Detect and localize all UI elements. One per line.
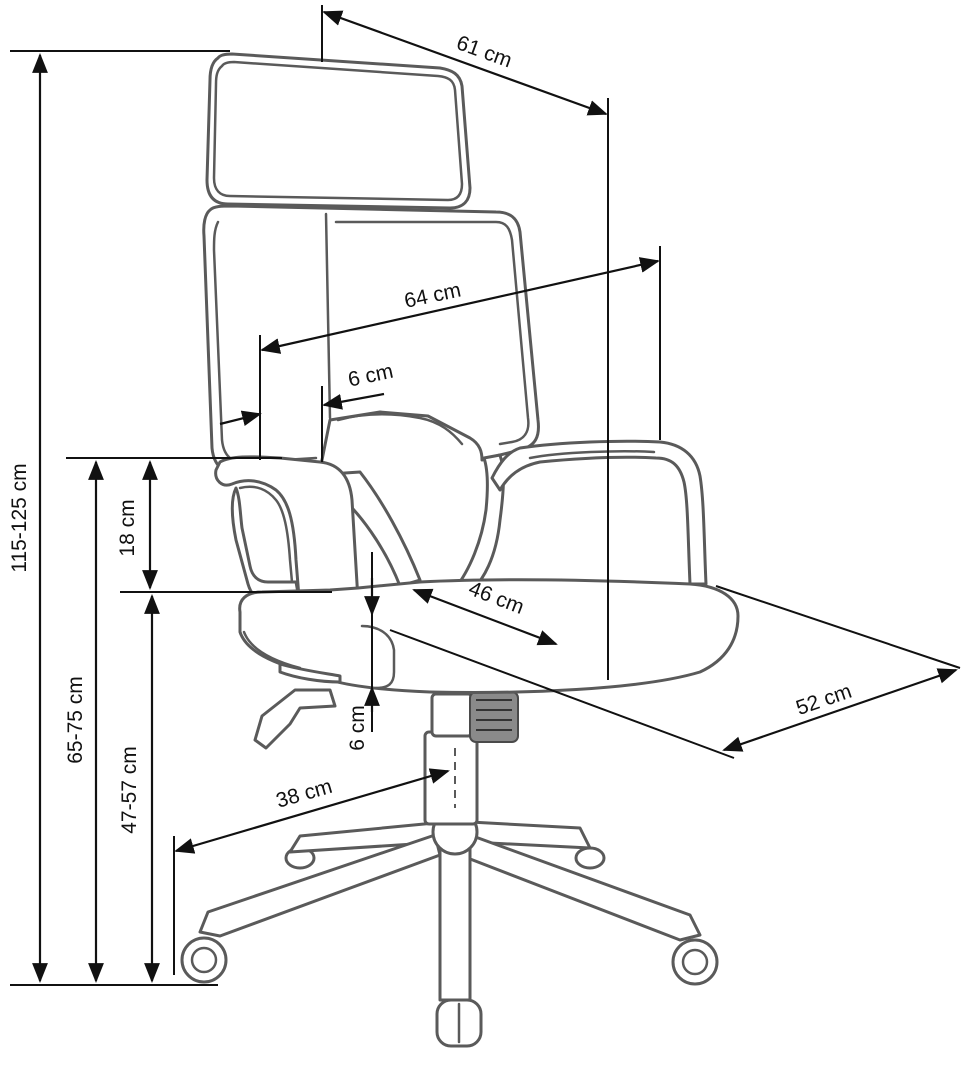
seat-height-label: 47-57 cm	[118, 746, 141, 834]
dimension-armrest-above-seat: 18 cm	[116, 460, 158, 590]
dimension-seat-height: 47-57 cm	[118, 591, 332, 983]
height-lever	[253, 688, 337, 750]
caster-front-right	[671, 938, 719, 986]
backrest	[202, 204, 540, 477]
headrest	[205, 52, 472, 210]
overall-depth-label: 61 cm	[453, 31, 515, 72]
seat-width-label: 52 cm	[793, 680, 855, 720]
seat-thickness-label: 6 cm	[346, 705, 369, 751]
armrest-height-label: 65-75 cm	[64, 676, 87, 764]
dimension-armrest-height: 65-75 cm	[64, 457, 282, 983]
tilt-knob	[469, 691, 519, 743]
total-height-label: 115-125 cm	[8, 463, 31, 572]
caster-back-right	[574, 846, 606, 870]
armrest-right	[490, 439, 708, 586]
caster-front-center	[435, 998, 483, 1048]
armrest-above-seat-label: 18 cm	[116, 499, 139, 556]
dimension-seat-thickness: 6 cm	[346, 552, 380, 751]
office-chair	[180, 52, 740, 1048]
star-base	[198, 808, 702, 1002]
dimension-total-height: 115-125 cm	[8, 50, 230, 986]
dimension-overall-width: 64 cm	[259, 246, 661, 460]
caster-front-left	[180, 936, 228, 984]
